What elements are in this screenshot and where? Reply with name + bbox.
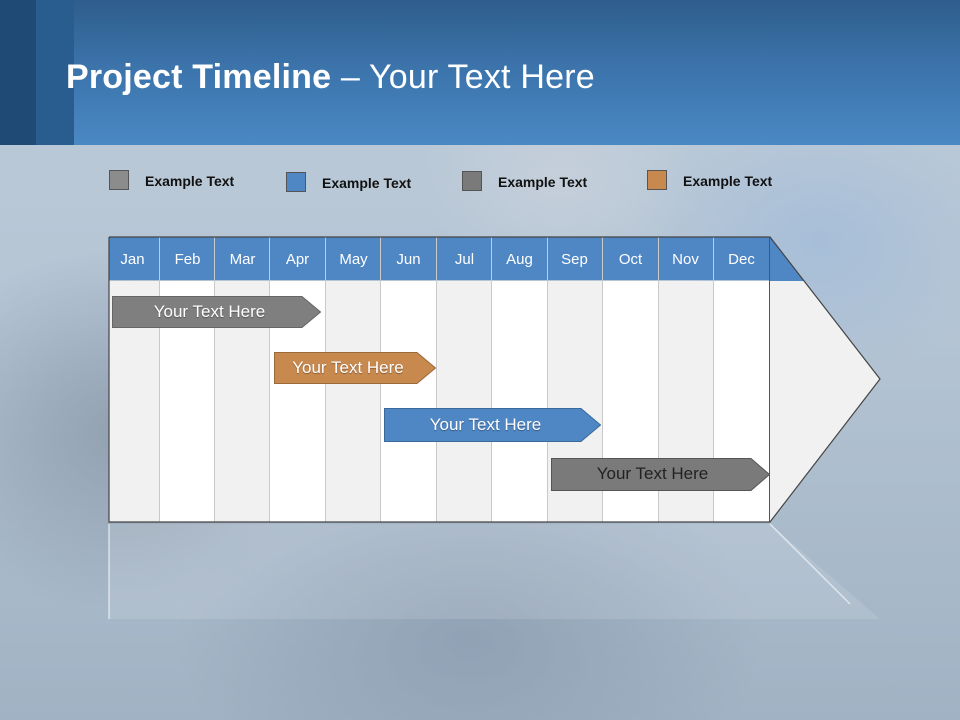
column-divider [159, 237, 160, 522]
month-column [436, 281, 492, 522]
legend-swatch [647, 170, 667, 190]
title-rest: – Your Text Here [331, 58, 595, 96]
month-label-jun: Jun [396, 251, 421, 268]
task-bar-2[interactable]: Your Text Here [274, 352, 436, 384]
month-label-dec: Dec [728, 251, 755, 268]
month-label-jan: Jan [120, 251, 145, 268]
task-label: Your Text Here [153, 302, 266, 321]
legend-label: Example Text [683, 173, 773, 189]
month-label-sep: Sep [561, 251, 588, 268]
legend-label: Example Text [145, 173, 235, 189]
legend-swatch [462, 171, 482, 191]
task-arrow-shape [384, 408, 601, 442]
month-label-feb: Feb [174, 251, 201, 268]
task-arrow-shape [274, 352, 436, 384]
legend-swatch [286, 172, 306, 192]
month-label-nov: Nov [672, 251, 699, 268]
task-label: Your Text Here [596, 464, 709, 483]
banner-accent-dark [0, 0, 36, 145]
title-bold: Project Timeline [66, 58, 332, 96]
column-divider [547, 237, 548, 522]
month-column [492, 281, 547, 522]
legend-swatch [109, 170, 129, 190]
task-bar-3[interactable]: Your Text Here [384, 408, 601, 442]
slide-title: Project Timeline – Your Text Here [66, 58, 595, 97]
reflection-edge-right [769, 523, 851, 605]
legend-label: Example Text [498, 174, 588, 190]
month-label-aug: Aug [506, 251, 533, 268]
title-banner: Project Timeline – Your Text Here [0, 0, 960, 145]
task-bar-4[interactable]: Your Text Here [551, 458, 770, 491]
month-label-mar: Mar [229, 251, 256, 268]
chart-reflection [109, 524, 880, 619]
column-divider [214, 237, 215, 522]
column-divider [269, 237, 270, 522]
task-arrow-shape [112, 296, 321, 328]
task-label: Your Text Here [292, 358, 404, 377]
legend-label: Example Text [322, 175, 412, 191]
month-column [325, 281, 381, 522]
column-divider [436, 237, 437, 522]
month-label-may: May [339, 251, 368, 268]
task-arrow-shape [551, 458, 770, 491]
column-divider [491, 237, 492, 522]
month-label-oct: Oct [618, 251, 643, 268]
task-label: Your Text Here [429, 415, 542, 434]
banner-accent [36, 0, 74, 145]
task-bar-1[interactable]: Your Text Here [112, 296, 321, 328]
month-label-apr: Apr [285, 251, 310, 268]
month-column [381, 281, 436, 522]
month-label-jul: Jul [454, 251, 475, 268]
